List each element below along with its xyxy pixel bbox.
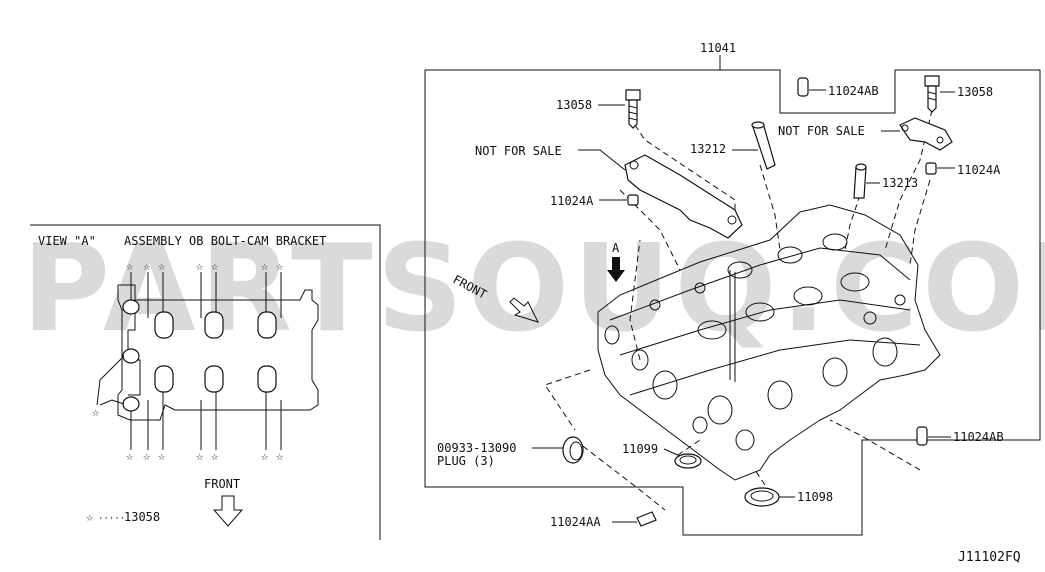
cam-bracket-left bbox=[624, 154, 743, 239]
tube-13213 bbox=[853, 166, 867, 199]
assembly-frame bbox=[424, 55, 1041, 536]
bolt-head bbox=[122, 348, 140, 364]
front-arrow-icon bbox=[509, 297, 539, 323]
dowel-11024AB-right bbox=[916, 426, 928, 446]
label-11024A-right: 11024A bbox=[957, 163, 1001, 177]
star-marker: ☆ bbox=[126, 449, 133, 463]
view-title: VIEW "A" bbox=[38, 234, 96, 248]
head-outline bbox=[597, 204, 941, 481]
label-11024AB-top: 11024AB bbox=[828, 84, 879, 98]
bolt-journals bbox=[122, 299, 277, 412]
star-marker: ☆ bbox=[143, 259, 150, 273]
bolt-13058-right bbox=[924, 75, 940, 113]
star-marker: ☆ bbox=[211, 259, 218, 273]
journal bbox=[257, 311, 277, 339]
journal bbox=[204, 311, 224, 339]
plug-00933-13090 bbox=[562, 436, 584, 464]
bolt-13058-left bbox=[625, 89, 641, 129]
star-marker: ☆ bbox=[276, 259, 283, 273]
star-marker: ☆ bbox=[261, 259, 268, 273]
view-panel-border bbox=[30, 224, 381, 540]
label-13213: 13213 bbox=[882, 176, 918, 190]
star-marker: ☆ bbox=[143, 449, 150, 463]
bolt-head bbox=[122, 396, 140, 412]
view-a-marker: A bbox=[612, 241, 620, 255]
view-front-label: FRONT bbox=[204, 477, 240, 491]
legend-star: ☆ bbox=[86, 510, 93, 524]
label-11099: 11099 bbox=[622, 442, 658, 456]
label-11098: 11098 bbox=[797, 490, 833, 504]
star-marker: ☆ bbox=[196, 449, 203, 463]
dowel-11024AB-top bbox=[797, 77, 809, 97]
bolt-head bbox=[122, 299, 140, 315]
label-13212: 13212 bbox=[690, 142, 726, 156]
label-plug: PLUG (3) bbox=[437, 454, 495, 468]
star-marker: ☆ bbox=[276, 449, 283, 463]
seal-11099 bbox=[674, 453, 702, 469]
label-nfs-right: NOT FOR SALE bbox=[778, 124, 865, 138]
journal bbox=[204, 365, 224, 393]
star-marker: ☆ bbox=[196, 259, 203, 273]
star-marker: ☆ bbox=[158, 449, 165, 463]
tube-13212 bbox=[752, 122, 776, 170]
journal bbox=[154, 311, 174, 339]
head-lower-edge bbox=[629, 339, 921, 396]
journal bbox=[154, 365, 174, 393]
label-00933-13090: 00933-13090 bbox=[437, 441, 516, 455]
label-11024A-left: 11024A bbox=[550, 194, 594, 208]
head-mid-edge bbox=[619, 299, 911, 356]
star-marker: ☆ bbox=[92, 405, 99, 419]
view-a-arrow-icon bbox=[607, 257, 625, 282]
dowel-11024A-left bbox=[627, 194, 639, 206]
label-11024AB-right: 11024AB bbox=[953, 430, 1004, 444]
star-marker: ☆ bbox=[211, 449, 218, 463]
assembly-title: ASSEMBLY OB BOLT-CAM BRACKET bbox=[124, 234, 326, 248]
cam-bracket-right bbox=[899, 117, 953, 151]
diagram-code: J11102FQ bbox=[958, 550, 1021, 565]
label-11041: 11041 bbox=[700, 41, 736, 55]
label-11024AA: 11024AA bbox=[550, 515, 601, 529]
watermark: PARTSOUQ.COM bbox=[22, 220, 1045, 359]
front-down-arrow-icon bbox=[212, 495, 244, 527]
view-a-panel: VIEW "A" ASSEMBLY OB BOLT-CAM BRACKET bbox=[30, 224, 381, 540]
star-marker: ☆ bbox=[158, 259, 165, 273]
star-leaders bbox=[96, 272, 282, 450]
label-nfs-left: NOT FOR SALE bbox=[475, 144, 562, 158]
journal bbox=[257, 365, 277, 393]
star-marker: ☆ bbox=[261, 449, 268, 463]
dowel-11024A-right bbox=[925, 162, 937, 175]
star-marker: ☆ bbox=[126, 259, 133, 273]
legend-dots: ····· bbox=[98, 514, 125, 524]
label-13058-left: 13058 bbox=[556, 98, 592, 112]
seal-11098 bbox=[744, 487, 780, 507]
cam-bracket-outline bbox=[117, 284, 319, 421]
cylinder-head bbox=[597, 204, 941, 481]
dowel-11024AA bbox=[636, 511, 657, 527]
legend-part-number: 13058 bbox=[124, 510, 160, 524]
head-deck-edge bbox=[609, 247, 911, 321]
label-13058-right: 13058 bbox=[957, 85, 993, 99]
